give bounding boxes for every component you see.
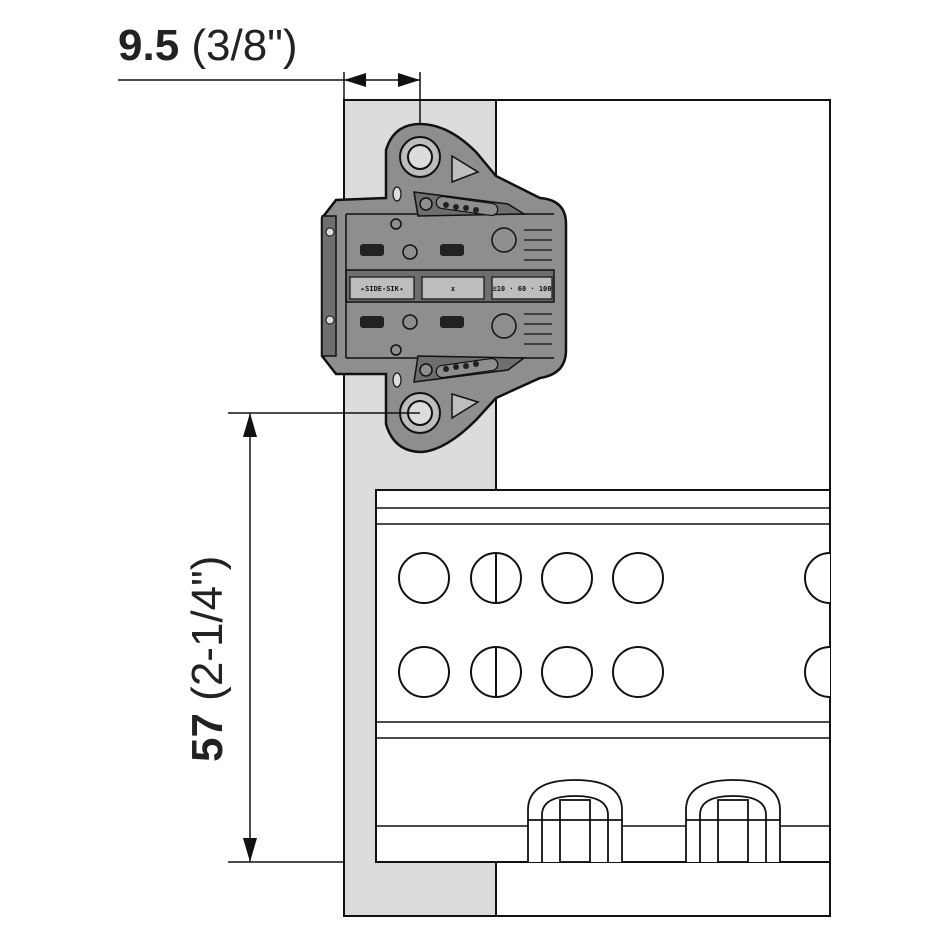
rail-holes-top	[398, 552, 831, 604]
marking-right-text: ≡10 · 60 · 100	[492, 285, 551, 293]
dimension-vertical: 57 (2-1/4")	[183, 412, 420, 863]
marking-left-text: ▸SIDE-SIK◂	[361, 285, 403, 293]
dimension-vertical-label: 57 (2-1/4")	[183, 556, 232, 762]
rail-clip-right	[685, 779, 781, 863]
dimension-horizontal: 9.5 (3/8")	[118, 21, 421, 124]
marking-box-center	[421, 276, 485, 300]
front-panel-bottom	[495, 861, 831, 917]
dimension-vertical-value: 57	[183, 713, 232, 762]
marking-box-right	[491, 276, 553, 300]
bracket-slots	[360, 244, 464, 328]
dimension-horizontal-value: 9.5	[118, 21, 179, 70]
dimension-vertical-imperial: (2-1/4")	[183, 556, 232, 701]
dimension-horizontal-label: 9.5 (3/8")	[118, 21, 298, 70]
marking-box-left	[349, 276, 415, 300]
marking-center-text: x	[451, 285, 456, 293]
drawer-rail	[375, 489, 831, 863]
rail-holes-bottom	[398, 646, 831, 698]
dimension-horizontal-imperial: (3/8")	[191, 21, 297, 70]
mounting-bracket: ▸SIDE-SIK◂ x ≡10 · 60 · 100	[320, 122, 568, 454]
rail-clip-left	[527, 779, 623, 863]
screw-hole-top	[399, 136, 441, 178]
